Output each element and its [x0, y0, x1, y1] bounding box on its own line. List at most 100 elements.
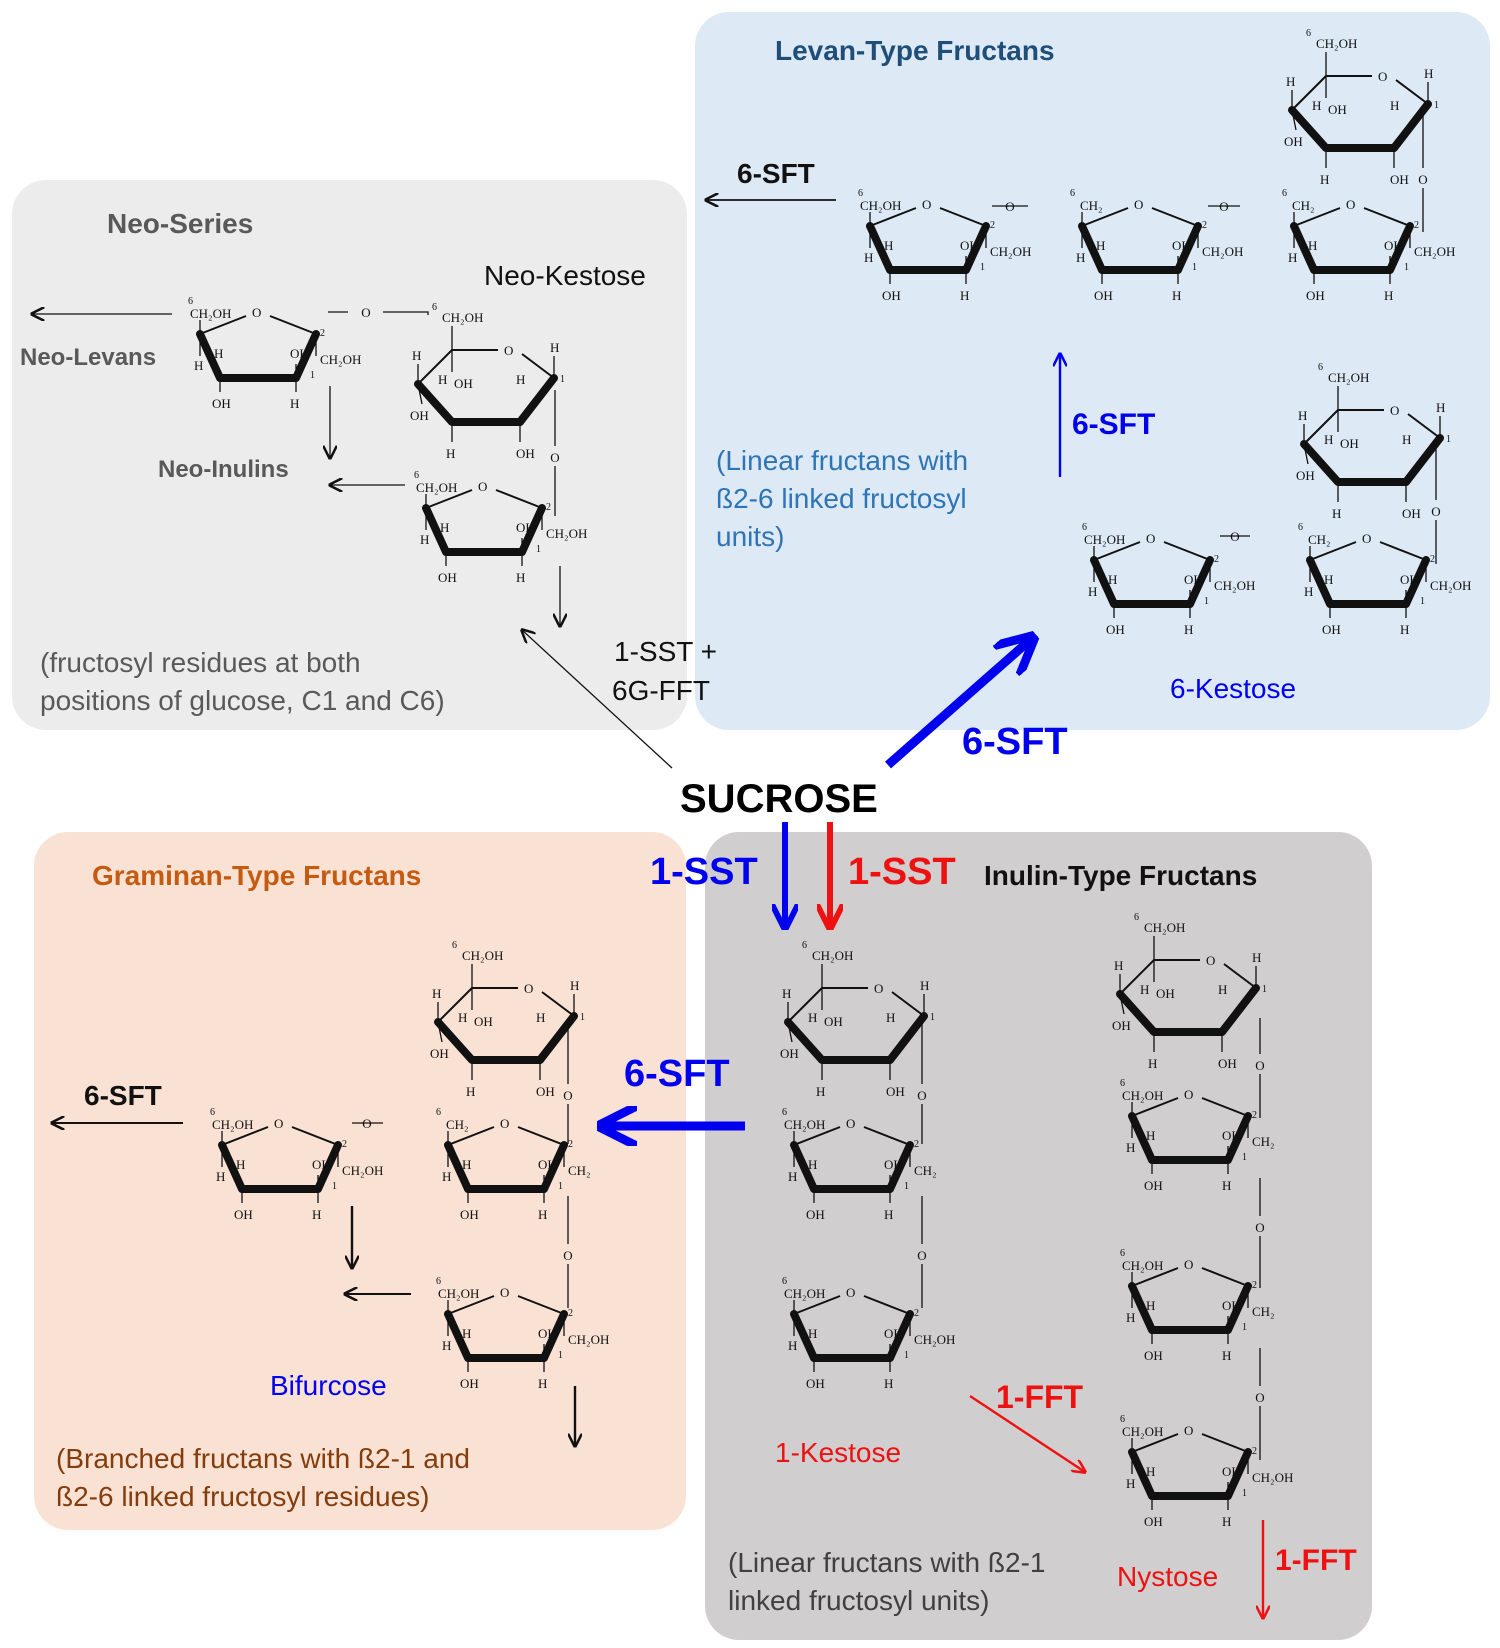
carbon-number: 6 — [782, 1276, 787, 1287]
ring-oxygen: O — [1184, 1423, 1193, 1438]
link-o-label: O — [917, 1248, 926, 1263]
ch2-group: CH₂ — [568, 1163, 591, 1178]
neo-enzyme-line-1: 1-SST + — [614, 636, 717, 667]
ch2-group: CH₂ — [1252, 1134, 1275, 1149]
link-o-label: O — [1230, 529, 1239, 544]
hydrogen: H — [864, 250, 873, 265]
carbon-number: 1 — [1242, 1322, 1247, 1333]
hydroxyl: OH — [1322, 622, 1341, 637]
ch2oh-group: CH₂OH — [190, 306, 231, 321]
carbon-number: 1 — [558, 1181, 563, 1192]
hydroxyl: OH — [1284, 134, 1303, 149]
hydrogen: H — [1126, 1310, 1135, 1325]
hydrogen: H — [1320, 172, 1329, 187]
hydrogen: H — [446, 446, 455, 461]
hydroxyl: OH — [1402, 506, 1421, 521]
ring-oxygen: O — [874, 981, 883, 996]
hydrogen: H — [214, 346, 223, 361]
enzyme-1-sst-red: 1-SST — [848, 851, 956, 893]
ch2oh-group: CH₂OH — [1252, 1470, 1293, 1485]
hydrogen: H — [466, 1084, 475, 1099]
carbon-number: 1 — [1192, 262, 1197, 273]
carbon-number: 6 — [802, 940, 807, 951]
link-o-label: O — [563, 1088, 572, 1103]
carbon-number: 2 — [914, 1139, 919, 1150]
carbon-number: 2 — [990, 220, 995, 231]
levan-description-line-2: ß2-6 linked fructosyl — [716, 483, 967, 514]
carbon-number: 6 — [452, 940, 457, 951]
hydrogen: H — [808, 1157, 817, 1172]
neo-description-line-1: (fructosyl residues at both — [40, 647, 361, 678]
carbon-number: 6 — [414, 470, 419, 481]
hydrogen: H — [1400, 622, 1409, 637]
hydrogen: H — [550, 340, 559, 355]
ch2oh-group: CH₂OH — [1122, 1424, 1163, 1439]
carbon-number: 6 — [782, 1107, 787, 1118]
carbon-number: 2 — [1252, 1110, 1257, 1121]
enzyme-1-sst-blue: 1-SST — [650, 851, 758, 893]
hydrogen: H — [808, 1326, 817, 1341]
carbon-number: 1 — [1242, 1488, 1247, 1499]
link-o-label: O — [361, 305, 370, 320]
bifurcose-label: Bifurcose — [270, 1370, 387, 1401]
hydrogen: H — [438, 372, 447, 387]
hydroxyl: OH — [1400, 572, 1419, 587]
hydrogen: H — [808, 1010, 817, 1025]
ring-oxygen: O — [846, 1285, 855, 1300]
ch2oh-group: CH₂OH — [1122, 1088, 1163, 1103]
hydroxyl: OH — [1384, 238, 1403, 253]
hydrogen: H — [884, 238, 893, 253]
1-kestose-label: 1-Kestose — [775, 1437, 901, 1468]
carbon-number: 2 — [568, 1139, 573, 1150]
hydrogen: H — [788, 1169, 797, 1184]
hydrogen: H — [1114, 958, 1123, 973]
hydrogen: H — [312, 1207, 321, 1222]
hydrogen: H — [1286, 74, 1295, 89]
carbon-number: 1 — [1262, 984, 1267, 995]
link-o-label: O — [550, 450, 559, 465]
hydroxyl: OH — [410, 408, 429, 423]
nystose-label: Nystose — [1117, 1561, 1218, 1592]
carbon-number: 1 — [560, 374, 565, 385]
hydroxyl: OH — [1112, 1018, 1131, 1033]
ch2-group: CH₂ — [1308, 532, 1331, 547]
hydrogen: H — [1146, 1464, 1155, 1479]
ch2oh-group: CH₂OH — [784, 1286, 825, 1301]
hydrogen: H — [440, 520, 449, 535]
hydroxyl: OH — [1144, 1348, 1163, 1363]
arrow-1-kestose-to-nystose — [969, 1394, 1085, 1472]
glycosidic-links — [328, 108, 1437, 1460]
ch2oh-group: CH₂OH — [1202, 244, 1243, 259]
ch2oh-group: CH₂OH — [812, 948, 853, 963]
ring-oxygen: O — [500, 1285, 509, 1300]
carbon-number: 2 — [320, 328, 325, 339]
ring-oxygen: O — [1184, 1087, 1193, 1102]
carbon-number: 1 — [536, 544, 541, 555]
carbon-number: 6 — [1070, 188, 1075, 199]
graminan-panel — [34, 832, 686, 1530]
carbon-number: 1 — [930, 1012, 935, 1023]
inulin-panel — [705, 832, 1372, 1640]
carbon-number: 1 — [904, 1350, 909, 1361]
hydrogen: H — [1126, 1140, 1135, 1155]
ch2oh-group: CH₂OH — [784, 1117, 825, 1132]
enzyme-6-sft-graminan-out: 6-SFT — [84, 1080, 162, 1111]
hydrogen: H — [290, 396, 299, 411]
link-oxygen-labels: O O O O O O O O O O O O O O O — [361, 172, 1440, 1405]
hydrogen: H — [1424, 66, 1433, 81]
hydrogen: H — [536, 1010, 545, 1025]
hydroxyl: OH — [1222, 1128, 1241, 1143]
carbon-number: 2 — [342, 1139, 347, 1150]
carbon-number: 1 — [580, 1012, 585, 1023]
hydrogen: H — [462, 1157, 471, 1172]
hydroxyl: OH — [882, 288, 901, 303]
neo-inulins-label: Neo-Inulins — [158, 456, 289, 483]
